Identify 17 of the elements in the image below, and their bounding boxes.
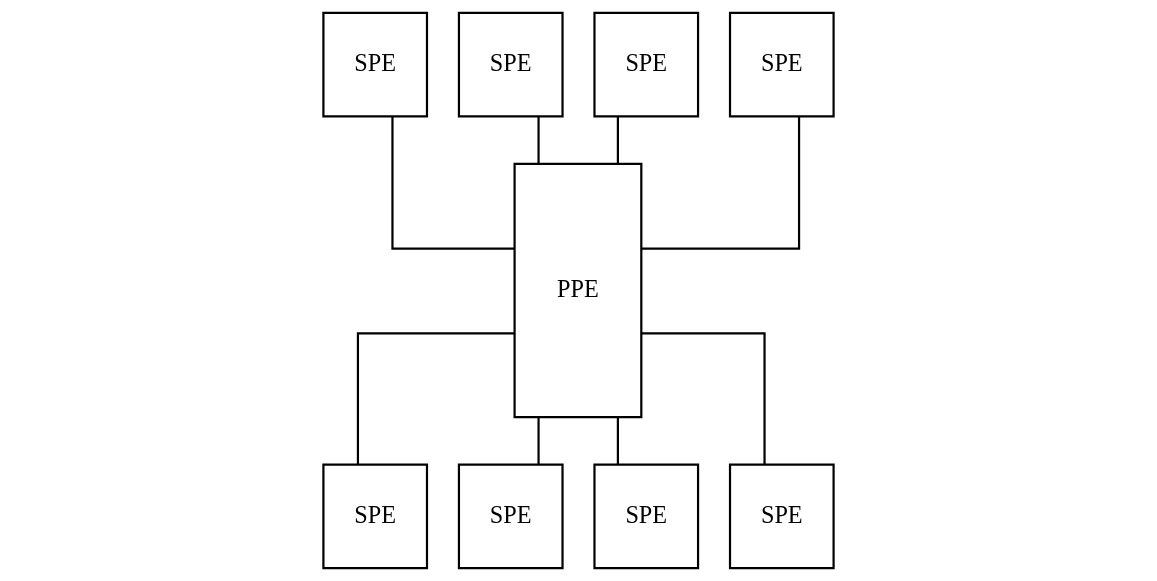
connector <box>356 332 515 465</box>
node-box: SPE <box>457 463 564 570</box>
node-box: SPE <box>593 463 700 570</box>
connector <box>537 417 540 465</box>
node-box: SPE <box>322 11 429 118</box>
node-box: SPE <box>322 463 429 570</box>
connector <box>616 417 619 465</box>
node-box: SPE <box>593 11 700 118</box>
connector <box>391 116 515 250</box>
connector <box>537 116 540 164</box>
node-box: SPE <box>457 11 564 118</box>
node-box: SPE <box>728 463 835 570</box>
node-box: SPE <box>728 11 835 118</box>
node-box: PPE <box>513 162 643 419</box>
connector <box>641 332 766 465</box>
connector <box>616 116 619 164</box>
connector <box>641 116 801 250</box>
